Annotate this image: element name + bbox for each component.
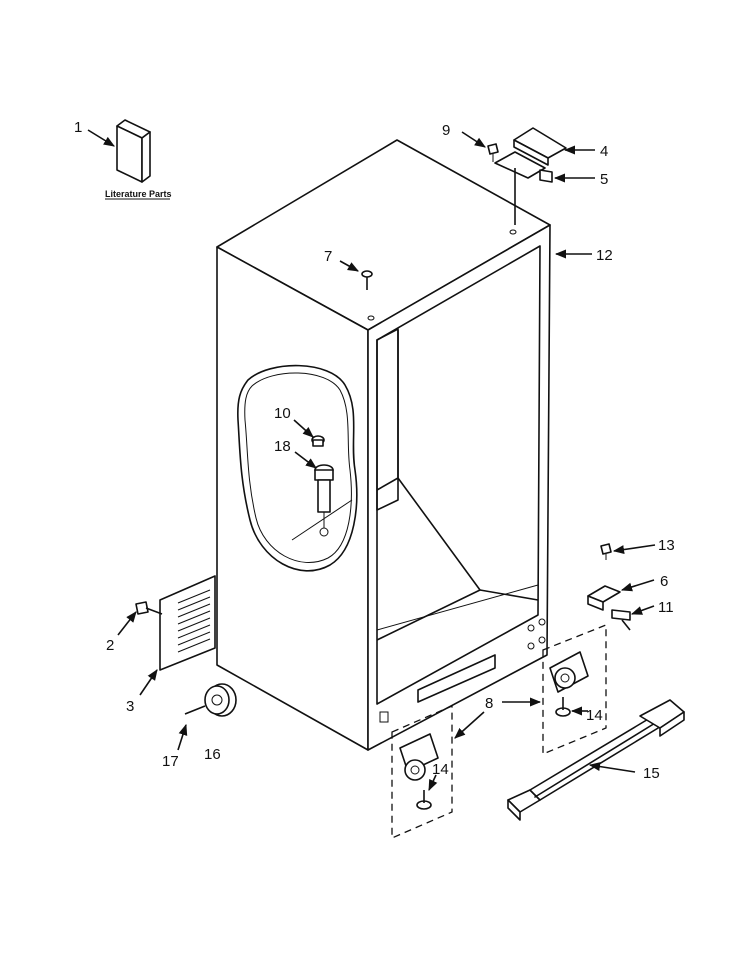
callout-18: 18	[274, 438, 291, 455]
freezer-cabinet	[216, 139, 551, 751]
leg-assembly-right	[542, 624, 607, 755]
drain-tube	[311, 435, 334, 537]
callout-9: 9	[442, 122, 450, 139]
leg-assembly-left	[391, 705, 453, 839]
literature-parts-label: Literature Parts	[105, 189, 172, 199]
callout-5: 5	[600, 171, 608, 188]
callout-12: 12	[596, 247, 613, 264]
callout-1: 1	[74, 119, 82, 136]
door-handle	[507, 699, 685, 821]
callout-11: 11	[658, 599, 674, 616]
callout-17: 17	[162, 753, 179, 770]
top-screw	[361, 270, 373, 290]
roller-wheel	[184, 683, 237, 717]
condenser-grill	[135, 575, 216, 671]
hinge-parts-right	[587, 543, 631, 631]
callout-15: 15	[643, 765, 660, 782]
callout-10: 10	[274, 405, 291, 422]
literature-booklet	[116, 119, 151, 183]
callout-13: 13	[658, 537, 675, 554]
callout-3: 3	[126, 698, 134, 715]
callout-14-left: 14	[432, 761, 449, 778]
leader-lines	[87, 129, 656, 792]
callout-4: 4	[600, 143, 608, 160]
callout-6: 6	[660, 573, 668, 590]
callout-7: 7	[324, 248, 332, 265]
callout-8: 8	[485, 695, 493, 712]
callout-16: 16	[204, 746, 221, 763]
cutaway-view	[237, 364, 358, 572]
callout-2: 2	[106, 637, 114, 654]
callout-14-right: 14	[586, 707, 603, 724]
